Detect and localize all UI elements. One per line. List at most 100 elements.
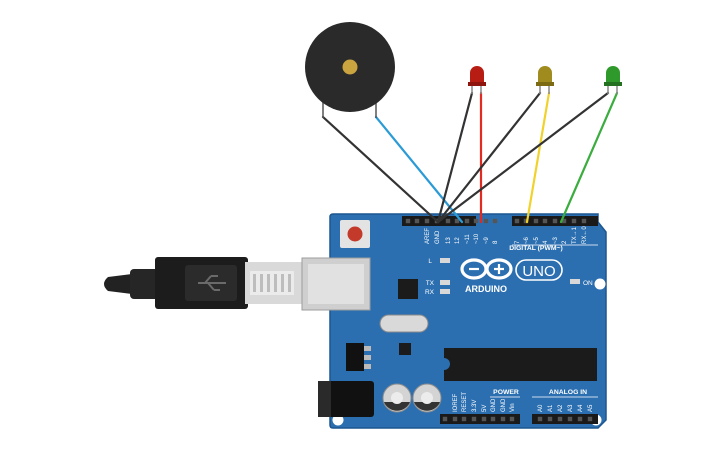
power-header-label: POWER	[493, 389, 519, 396]
digital-pin-label: RX←0	[582, 226, 588, 244]
digital-pin-label: AREF	[425, 228, 431, 244]
analog-pin-label: A5	[588, 404, 594, 412]
usb-chip	[398, 279, 418, 299]
wires	[321, 91, 619, 224]
usb-port	[301, 257, 371, 311]
power-pin-label: GND	[491, 398, 497, 412]
analog-pin-label: A2	[558, 404, 564, 412]
power-pin-label: IOREF	[453, 393, 459, 412]
capacitor	[382, 383, 412, 413]
wire-led-red-gnd[interactable]	[436, 91, 474, 224]
usb-icon	[198, 275, 226, 291]
wire-led-yellow-gnd[interactable]	[436, 91, 542, 224]
digital-pin-label: ~9	[484, 236, 490, 244]
digital-pin-hole[interactable]	[454, 218, 460, 224]
digital-pin-label: 7	[515, 240, 521, 244]
digital-pin-label: 8	[493, 240, 499, 244]
analog-pin-hole[interactable]	[547, 416, 553, 422]
digital-pin-label: 2	[562, 240, 568, 244]
wire-led-green-signal[interactable]	[559, 91, 619, 224]
power-pin-hole[interactable]	[500, 416, 506, 422]
power-pin-label: 5V	[482, 405, 488, 412]
mounting-hole	[594, 278, 606, 290]
analog-pin-label: A4	[578, 404, 584, 412]
power-header	[440, 414, 520, 424]
capacitor	[412, 383, 442, 413]
model-badge: UNO	[515, 259, 563, 281]
digital-pin-label: TX→1	[572, 226, 578, 244]
digital-pin-hole[interactable]	[523, 218, 529, 224]
wire-led-green-gnd[interactable]	[436, 91, 610, 224]
digital-pin-label: ~6	[524, 236, 530, 244]
digital-pin-label: 13	[446, 237, 452, 244]
digital-pin-label: ~11	[465, 234, 471, 244]
power-led-label: ON	[583, 280, 593, 287]
digital-pin-hole[interactable]	[552, 218, 558, 224]
digital-pin-label: GND	[435, 230, 441, 244]
power-led	[570, 279, 580, 284]
digital-pin-hole[interactable]	[581, 218, 587, 224]
digital-pin-hole[interactable]	[483, 218, 489, 224]
power-pin-hole[interactable]	[481, 416, 487, 422]
power-jack	[318, 381, 374, 417]
arduino-uno-board[interactable]: L TX RX ON ARDUINO UNO DIGITAL (PWM~)	[301, 213, 607, 429]
analog-header	[532, 414, 598, 424]
led-green[interactable]	[604, 66, 622, 94]
led-yellow[interactable]	[536, 66, 554, 94]
analog-pin-hole[interactable]	[557, 416, 563, 422]
status-led-l	[440, 258, 450, 263]
digital-pin-hole[interactable]	[542, 218, 548, 224]
digital-pin-hole[interactable]	[473, 218, 479, 224]
small-chip	[399, 343, 411, 355]
digital-pin-hole[interactable]	[533, 218, 539, 224]
power-pin-hole[interactable]	[490, 416, 496, 422]
digital-pin-label: ~10	[474, 233, 480, 244]
digital-pin-hole[interactable]	[445, 218, 451, 224]
power-pin-hole[interactable]	[452, 416, 458, 422]
analog-pin-hole[interactable]	[577, 416, 583, 422]
model-label: UNO	[522, 263, 555, 280]
digital-pin-hole[interactable]	[514, 218, 520, 224]
power-pin-label: RESET	[462, 392, 468, 412]
status-led-l-label: L	[428, 258, 432, 265]
status-led-rx	[440, 289, 450, 294]
usb-cable[interactable]	[104, 257, 303, 309]
power-pin-hole[interactable]	[509, 416, 515, 422]
voltage-regulator	[346, 343, 371, 371]
digital-pin-label: 4	[543, 240, 549, 244]
digital-pin-label: ~5	[534, 236, 540, 244]
digital-pin-hole[interactable]	[571, 218, 577, 224]
analog-pin-hole[interactable]	[567, 416, 573, 422]
atmega-chip	[444, 348, 597, 381]
wire-buzzer-gnd[interactable]	[321, 115, 440, 224]
analog-pin-label: A3	[568, 404, 574, 412]
power-pin-hole[interactable]	[471, 416, 477, 422]
analog-pin-label: A1	[548, 404, 554, 412]
digital-pin-hole[interactable]	[464, 218, 470, 224]
reset-button[interactable]	[340, 220, 370, 248]
power-pin-hole[interactable]	[442, 416, 448, 422]
digital-header-label: DIGITAL (PWM~)	[509, 245, 563, 252]
digital-pin-hole[interactable]	[424, 218, 430, 224]
digital-pin-hole[interactable]	[561, 218, 567, 224]
power-pin-hole[interactable]	[461, 416, 467, 422]
digital-pin-hole[interactable]	[405, 218, 411, 224]
mounting-hole	[332, 414, 344, 426]
status-led-rx-label: RX	[425, 289, 435, 296]
digital-pin-hole[interactable]	[414, 218, 420, 224]
analog-pin-label: A0	[538, 404, 544, 412]
piezo-buzzer[interactable]	[305, 22, 395, 118]
wire-buzzer-signal[interactable]	[374, 115, 464, 224]
analog-pin-hole[interactable]	[587, 416, 593, 422]
wire-led-yellow-signal[interactable]	[525, 91, 551, 224]
power-pin-label: Vin	[510, 403, 516, 412]
brand-label: ARDUINO	[465, 284, 507, 294]
power-pin-label: GND	[501, 398, 507, 412]
analog-pin-hole[interactable]	[537, 416, 543, 422]
status-led-tx	[440, 280, 450, 285]
status-led-tx-label: TX	[426, 280, 435, 287]
digital-pin-label: ~3	[553, 236, 559, 244]
led-red[interactable]	[468, 66, 486, 94]
digital-pin-hole[interactable]	[492, 218, 498, 224]
